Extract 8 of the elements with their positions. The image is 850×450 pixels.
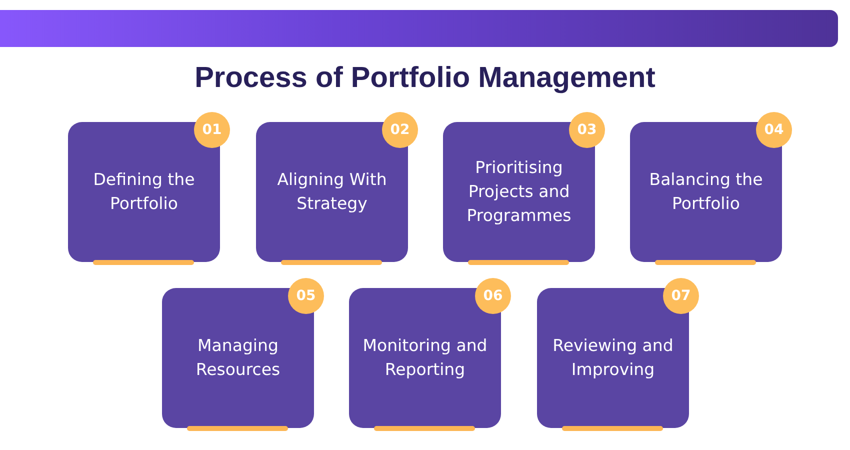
step-number-badge: 01 <box>194 112 230 148</box>
step-number-badge: 05 <box>288 278 324 314</box>
title: Process of Portfolio Management <box>194 61 656 96</box>
step-number-badge: 06 <box>475 278 511 314</box>
step-number-badge: 07 <box>663 278 699 314</box>
step-number-badge: 03 <box>569 112 605 148</box>
step-number-badge: 02 <box>382 112 418 148</box>
step-number-badge: 04 <box>756 112 792 148</box>
